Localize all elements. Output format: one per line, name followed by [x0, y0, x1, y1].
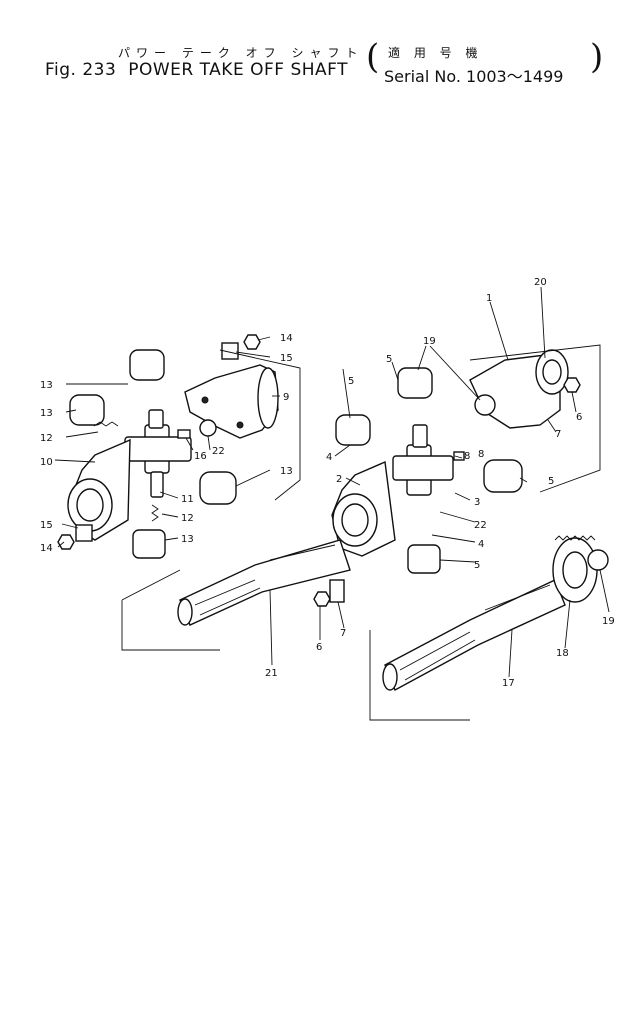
nut-14b	[57, 534, 75, 550]
callout-14: 14	[280, 333, 293, 344]
callout-5: 5	[386, 354, 392, 365]
title-japanese: パワー テーク オフ シャフト	[118, 46, 364, 60]
callout-7: 7	[555, 429, 561, 440]
callout-14: 14	[40, 543, 53, 554]
grease-fitting-16	[177, 429, 191, 439]
callout-7: 7	[340, 628, 346, 639]
callout-19: 19	[423, 336, 436, 347]
callout-12: 12	[181, 513, 194, 524]
serial-label-japanese: 適 用 号 機	[388, 46, 483, 60]
callout-12: 12	[40, 433, 53, 444]
nut-14a	[243, 334, 261, 350]
callout-6: 6	[576, 412, 582, 423]
callout-15: 15	[40, 520, 53, 531]
left-parenthesis: (	[366, 37, 380, 77]
washer-15a	[221, 342, 239, 360]
callout-4: 4	[478, 539, 484, 550]
right-parenthesis: )	[590, 37, 604, 77]
gear-18	[552, 535, 609, 603]
left-joint-assembly	[57, 334, 301, 559]
callout-10: 10	[40, 457, 53, 468]
bearing-cap-5b	[335, 414, 371, 446]
callout-4: 4	[326, 452, 332, 463]
bearing-cap-5a	[397, 367, 433, 399]
washer-15b	[75, 524, 93, 542]
figure-title-english: POWER TAKE OFF SHAFT	[128, 60, 349, 80]
figure-title: Fig. 233 POWER TAKE OFF SHAFT	[45, 60, 354, 80]
callout-9: 9	[283, 392, 289, 403]
snap-ring-22a	[199, 419, 217, 437]
callout-6: 6	[316, 642, 322, 653]
callout-8: 8	[478, 449, 484, 460]
callout-13: 13	[40, 408, 53, 419]
right-joint-assembly	[313, 344, 601, 607]
callout-labels: 13 13 12 10 15 14 14 15 9 13 11 12 13 22…	[40, 277, 615, 689]
bearing-cap-5c	[483, 459, 523, 493]
callout-5: 5	[548, 476, 554, 487]
plate-7b	[329, 579, 345, 603]
callout-5: 5	[474, 560, 480, 571]
callout-19: 19	[602, 616, 615, 627]
serial-range: Serial No. 1003～1499	[384, 67, 564, 86]
bearing-cap-13b	[69, 394, 105, 426]
figure-header: パワー テーク オフ シャフト Fig. 233 POWER TAKE OFF …	[0, 0, 619, 100]
callout-17: 17	[502, 678, 515, 689]
nut-6a	[563, 377, 581, 393]
callout-22: 22	[212, 446, 225, 457]
bearing-cap-5d	[407, 544, 441, 574]
leader-lines	[54, 286, 610, 678]
callout-21: 21	[265, 668, 278, 679]
callout-11: 11	[181, 494, 194, 505]
callout-5: 5	[348, 376, 354, 387]
bearing-cap-13c	[199, 471, 237, 505]
callout-13: 13	[280, 466, 293, 477]
bearing-cap-13a	[129, 349, 165, 381]
bearing-cap-13d	[132, 529, 166, 559]
callout-8: 8	[464, 451, 470, 462]
callout-3: 3	[474, 497, 480, 508]
callout-22: 22	[474, 520, 487, 531]
grease-fitting-8	[453, 451, 465, 461]
callout-18: 18	[556, 648, 569, 659]
callout-15: 15	[280, 353, 293, 364]
shaft-17	[369, 579, 566, 721]
yoke-9-end	[257, 367, 279, 429]
shaft-21	[121, 539, 351, 651]
callout-2: 2	[336, 474, 342, 485]
nut-6b	[313, 591, 331, 607]
snap-ring-19b	[587, 549, 609, 571]
callout-20: 20	[534, 277, 547, 288]
callout-1: 1	[486, 293, 492, 304]
figure-number: Fig. 233	[45, 60, 117, 80]
callout-16: 16	[194, 451, 207, 462]
callout-13: 13	[181, 534, 194, 545]
callout-13: 13	[40, 380, 53, 391]
